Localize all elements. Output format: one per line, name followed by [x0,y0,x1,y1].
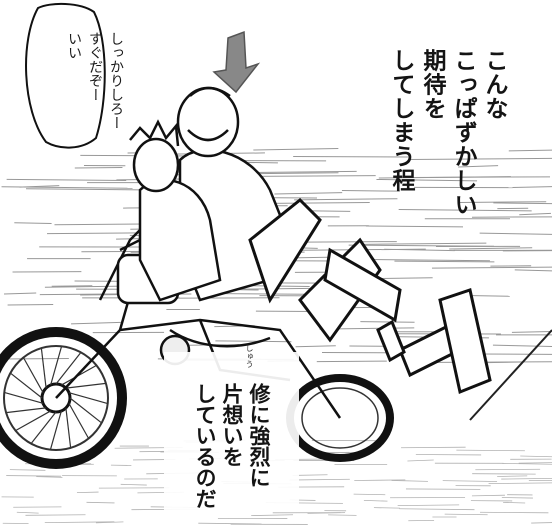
caption-line: しているのだ [193,383,217,510]
rider-front [119,119,222,302]
arrow-down-icon [212,30,261,94]
caption-line: 片想いを [220,383,244,468]
horizon-line [469,329,552,421]
narration-line: 期待を [419,48,445,121]
sound-effect [248,197,492,395]
bubble-line: しっかりしろー [108,31,124,130]
narration-text: こんな こっぱずかしい 期待を してしまう程 [354,12,540,216]
narration-line: こんな [481,48,507,121]
speech-bubble-text: しっかりしろー すぐだぞー いい [42,14,147,130]
caption-ruby: しゅう [245,344,254,368]
caption-line: 修に強烈に [247,383,271,489]
speech-bubble [25,2,106,149]
rear-wheel [0,327,127,469]
bubble-line: すぐだぞー [87,31,103,102]
caption-text: 修に強烈に 片想いを しているのだ [164,352,299,512]
narration-line: こっぱずかしい [450,48,476,217]
narration-line: してしまう程 [388,48,414,193]
bubble-line: いい [66,31,82,60]
